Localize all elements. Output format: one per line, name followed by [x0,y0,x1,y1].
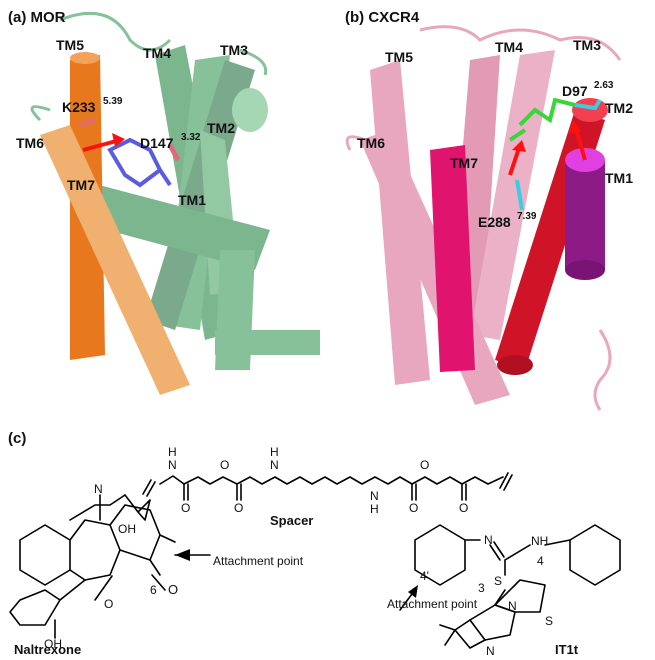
panel-a-residue-d147-sup: 3.32 [181,132,201,143]
it1t-nh: NH [531,534,548,548]
naltrexone-n: N [94,482,103,496]
panel-b-residue-e288: E288 [478,214,511,230]
panel-b-residue-d97-sup: 2.63 [594,80,614,91]
spacer-label: Spacer [270,513,313,528]
attachment-point-2: Attachment point [387,597,478,611]
panel-a-tm1: TM1 [178,192,206,208]
panel-b-tm6: TM6 [357,135,385,151]
it1t-s1: S [494,574,502,588]
spacer-n1: N [168,458,177,472]
panel-a-tm4: TM4 [143,45,171,61]
spacer-o1: O [181,501,190,515]
panel-b-tm4: TM4 [495,39,523,55]
naltrexone-structure [9,494,211,639]
panel-b-label: (b) CXCR4 [345,9,420,26]
panel-b-tm1: TM1 [605,170,633,186]
spacer-n2: N [270,458,279,472]
panel-a-tm6: TM6 [16,135,44,151]
it1t-structure [399,524,621,649]
it1t-n-ring: N [508,599,517,613]
panel-b-tm7: TM7 [450,155,478,171]
it1t-pos4p: 4' [420,569,429,583]
panel-a-residue-k233-sup: 5.39 [103,96,123,107]
spacer-n3: N [370,489,379,503]
it1t-pos1: 1 [488,658,495,660]
spacer-structure [142,472,513,501]
naltrexone-oh1: OH [118,522,136,536]
it1t-n-imine: N [484,533,493,547]
spacer-h2: H [270,445,279,459]
naltrexone-pos6: 6 [150,583,157,597]
it1t-pos3: 3 [478,581,485,595]
panel-a-tm2: TM2 [207,120,235,136]
panel-b-residue-d97: D97 [562,83,588,99]
spacer-o5: O [420,458,429,472]
panel-b-tm3: TM3 [573,37,601,53]
panel-c-label: (c) [8,430,26,447]
spacer-o3: O [234,501,243,515]
naltrexone-label: Naltrexone [14,642,81,657]
panel-a-tm5: TM5 [56,37,84,53]
panel-a-tm3: TM3 [220,42,248,58]
panel-b-structure [345,25,622,411]
spacer-h1: H [168,445,177,459]
panel-a-tm7: TM7 [67,177,95,193]
panel-a-label: (a) MOR [8,9,66,26]
panel-a-residue-k233: K233 [62,99,96,115]
it1t-label: IT1t [555,642,579,657]
it1t-pos4: 4 [537,554,544,568]
panel-a-structure [30,11,320,395]
spacer-o4: O [409,501,418,515]
panel-a-residue-d147: D147 [140,135,174,151]
naltrexone-oh2: OH [44,637,62,651]
attachment-point-1: Attachment point [213,554,304,568]
naltrexone-o-keto: O [168,582,178,597]
it1t-s2: S [545,614,553,628]
panel-b-tm5: TM5 [385,49,413,65]
naltrexone-o-ring: O [104,597,113,611]
spacer-o6: O [459,501,468,515]
panel-b-tm2: TM2 [605,100,633,116]
spacer-h3: H [370,502,379,516]
spacer-o2: O [220,458,229,472]
it1t-n-ring-2: N [486,644,495,658]
panel-b-residue-e288-sup: 7.39 [517,211,537,222]
